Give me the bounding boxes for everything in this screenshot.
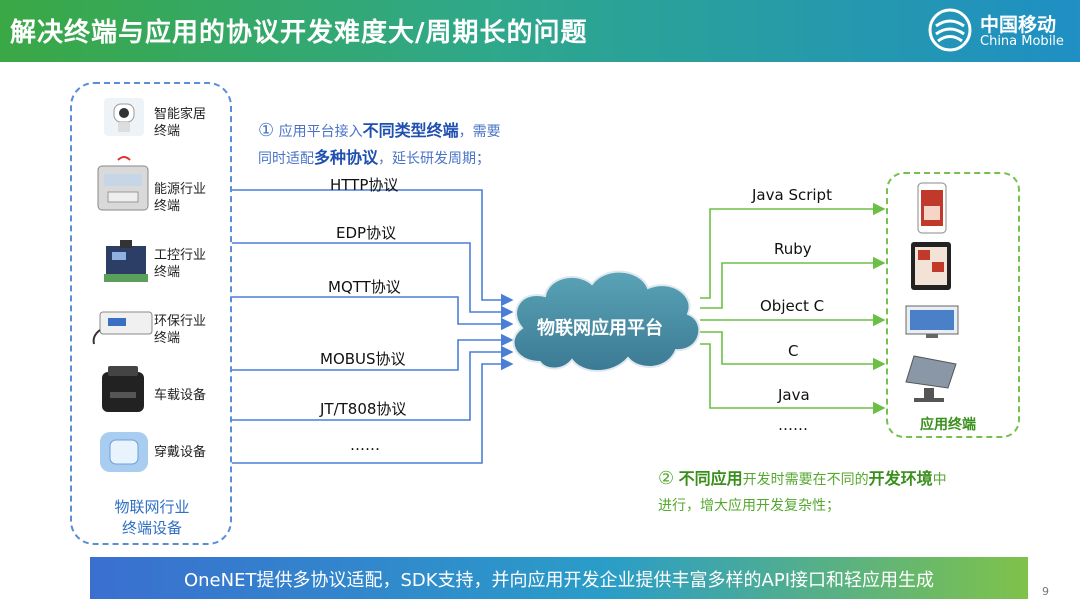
desktop-monitor-icon [905, 305, 959, 338]
arrow-javascript [700, 202, 886, 299]
note1-number: ① [258, 120, 275, 141]
summary-banner: OneNET提供多协议适配，SDK支持，并向应用开发企业提供丰富多样的API接口… [90, 557, 1028, 599]
note1-bold-b: 多种协议 [314, 148, 379, 167]
arrow-java [700, 343, 886, 415]
device-label-industrial: 工控行业 终端 [154, 248, 207, 280]
page-title: 解决终端与应用的协议开发难度大/周期长的问题 [10, 18, 588, 48]
note-protocol-issue: ① 应用平台接入不同类型终端，需要 同时适配多种协议，延长研发周期； [258, 118, 588, 172]
language-label-java: Java [778, 386, 810, 404]
protocol-label-mobus: MOBUS协议 [320, 350, 406, 368]
language-label-more: …… [778, 416, 808, 434]
note2-text-a: 开发时需要在不同的 [742, 472, 869, 488]
language-label-ruby: Ruby [774, 240, 812, 258]
title-bar: 解决终端与应用的协议开发难度大/周期长的问题 中国移动 China Mobile [0, 0, 1080, 62]
pos-terminal-icon [905, 355, 957, 402]
note2-number: ② [658, 468, 675, 489]
platform-label: 物联网应用平台 [537, 318, 663, 339]
app-terminal-group-box [886, 172, 1020, 438]
arrow-jtt808 [232, 345, 514, 421]
device-label-wearable: 穿戴设备 [154, 445, 207, 460]
note1-text-c: 同时适配 [258, 151, 314, 167]
protocol-label-edp: EDP协议 [336, 224, 397, 242]
protocol-label-jtt808: JT/T808协议 [320, 400, 407, 418]
note1-bold-a: 不同类型终端 [362, 121, 459, 140]
note2-text-b: 中 [932, 472, 947, 488]
language-label-c: C [788, 342, 799, 360]
vehicle-obd-icon [102, 366, 144, 412]
device-label-vehicle: 车载设备 [154, 388, 207, 403]
note-app-issue: ② 不同应用开发时需要在不同的开发环境中 进行，增大应用开发复杂性； [658, 466, 1018, 519]
device-label-environment: 环保行业 终端 [154, 314, 207, 346]
note1-text-a: 应用平台接入 [274, 124, 363, 140]
page-number: 9 [1042, 585, 1049, 598]
tablet-app-icon [911, 242, 951, 290]
industrial-controller-icon [104, 240, 148, 282]
note2-bold-b: 开发环境 [868, 469, 933, 488]
protocol-label-mqtt: MQTT协议 [328, 278, 401, 296]
iot-platform-cloud [512, 270, 701, 372]
device-label-smart-home: 智能家居 终端 [154, 107, 207, 139]
arrow-mobus [232, 333, 514, 371]
protocol-label-http: HTTP协议 [330, 176, 399, 194]
arrow-ruby [700, 256, 886, 309]
language-label-objectc: Object C [760, 297, 825, 315]
arrow-more [232, 357, 514, 464]
energy-meter-icon [97, 156, 149, 211]
note1-text-d: ，延长研发周期； [378, 151, 491, 167]
device-label-energy: 能源行业 终端 [154, 182, 207, 214]
language-label-javascript: Java Script [752, 186, 832, 204]
logo-text-cn: 中国移动 [980, 14, 1057, 36]
device-group-box [70, 82, 232, 545]
app-terminal-label: 应用终端 [920, 417, 976, 433]
note2-bold-a: 不同应用 [678, 469, 743, 488]
china-mobile-logo-icon [928, 8, 972, 52]
summary-text: OneNET提供多协议适配，SDK支持，并向应用开发企业提供丰富多样的API接口… [183, 570, 935, 591]
arrow-c [700, 331, 886, 371]
arrow-http [232, 189, 514, 307]
wearable-watch-icon [100, 432, 148, 472]
device-group-label: 物联网行业 终端设备 [114, 498, 190, 537]
arrow-edp [232, 242, 514, 319]
note2-text-c: 进行，增大应用开发复杂性； [658, 498, 840, 514]
smart-home-camera-icon [104, 98, 144, 136]
protocol-label-more: …… [350, 436, 380, 454]
arrow-mqtt [232, 296, 514, 331]
china-mobile-logo: 中国移动 China Mobile [928, 6, 1078, 56]
mobile-app-icon [917, 182, 947, 234]
logo-text-en: China Mobile [980, 34, 1064, 49]
environment-sensor-icon [92, 311, 153, 345]
note1-text-b: ，需要 [458, 124, 501, 140]
